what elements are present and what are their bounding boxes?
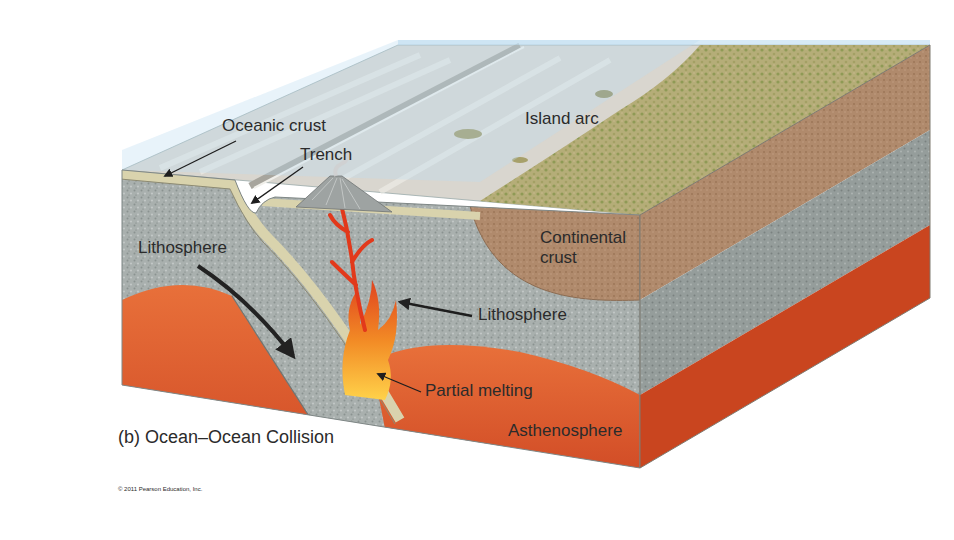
part-label: Continental crust: [540, 228, 648, 268]
part-label: Lithosphere: [138, 238, 227, 258]
part-label: Lithosphere: [478, 305, 567, 325]
figure-caption: (b) Ocean–Ocean Collision: [118, 426, 334, 448]
part-label: Asthenosphere: [508, 421, 622, 441]
part-label: Oceanic crust: [222, 116, 326, 136]
copyright-note: © 2011 Pearson Education, Inc.: [118, 485, 202, 493]
part-label: Island arc: [525, 109, 599, 129]
part-label: Trench: [300, 145, 352, 165]
part-label: Partial melting: [425, 381, 533, 401]
